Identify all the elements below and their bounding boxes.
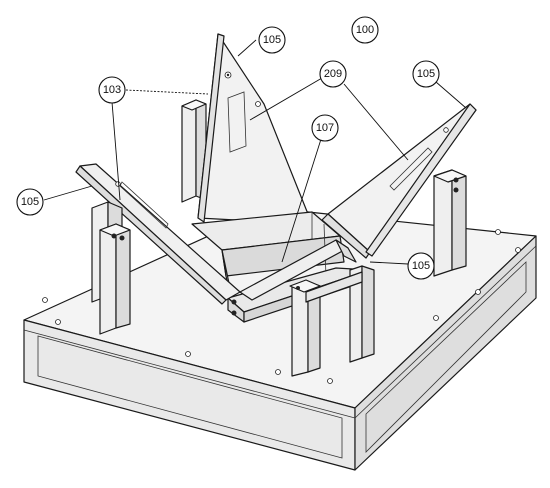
callout-105-top: 105: [258, 26, 286, 54]
callout-label: 209: [324, 68, 342, 80]
callout-105-left: 105: [16, 188, 44, 216]
leader-lines: [43, 39, 467, 265]
callout-label: 103: [103, 84, 121, 96]
callout-label: 105: [21, 196, 39, 208]
post-right: [433, 169, 467, 277]
callout-label: 105: [417, 68, 435, 80]
callout-label: 100: [356, 24, 374, 36]
panel-front: [239, 239, 357, 301]
callout-105-right: 105: [412, 60, 440, 88]
callout-100: 100: [351, 16, 379, 44]
callout-103: 103: [98, 76, 126, 104]
post-left: [91, 201, 131, 335]
post-back-left: [181, 99, 207, 203]
post-front: [289, 265, 375, 377]
callout-label: 105: [263, 34, 281, 46]
callout-209: 209: [319, 60, 347, 88]
panel-right: [321, 103, 477, 259]
callout-label: 105: [412, 260, 430, 272]
callout-label: 107: [316, 122, 334, 134]
callout-105-front: 105: [407, 252, 435, 280]
panel-top: [197, 33, 313, 225]
callout-107: 107: [311, 114, 339, 142]
